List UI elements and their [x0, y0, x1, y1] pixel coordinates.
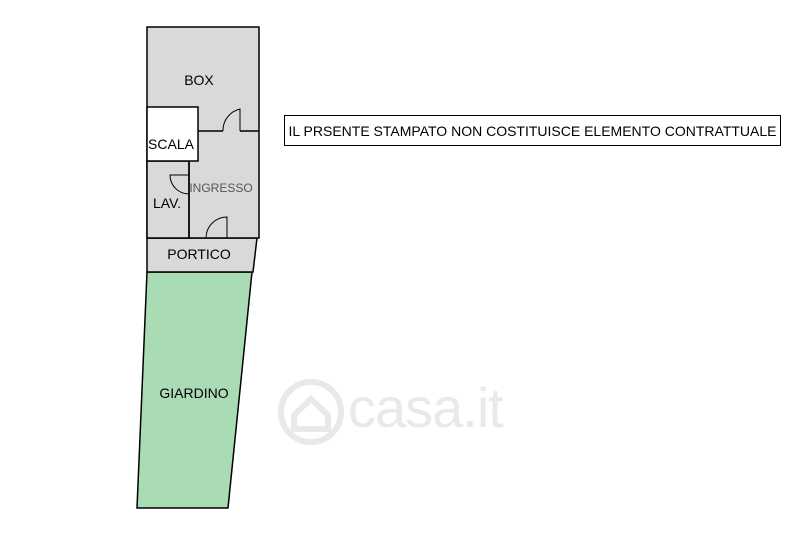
door-box-ingresso — [222, 108, 241, 132]
label-scala: SCALA — [148, 136, 195, 152]
door-ingresso-lav — [169, 174, 190, 195]
room-lav — [146, 160, 190, 239]
label-ingresso: INGRESSO — [189, 181, 252, 195]
label-portico: PORTICO — [167, 246, 231, 262]
disclaimer-text: IL PRSENTE STAMPATO NON COSTITUISCE ELEM… — [288, 122, 777, 139]
label-lav: LAV. — [153, 195, 181, 211]
disclaimer-box: IL PRSENTE STAMPATO NON COSTITUISCE ELEM… — [284, 115, 781, 146]
label-box: BOX — [184, 72, 214, 88]
door-ingresso-portico — [205, 216, 228, 239]
label-giardino: GIARDINO — [159, 385, 228, 401]
room-scala — [146, 106, 199, 162]
